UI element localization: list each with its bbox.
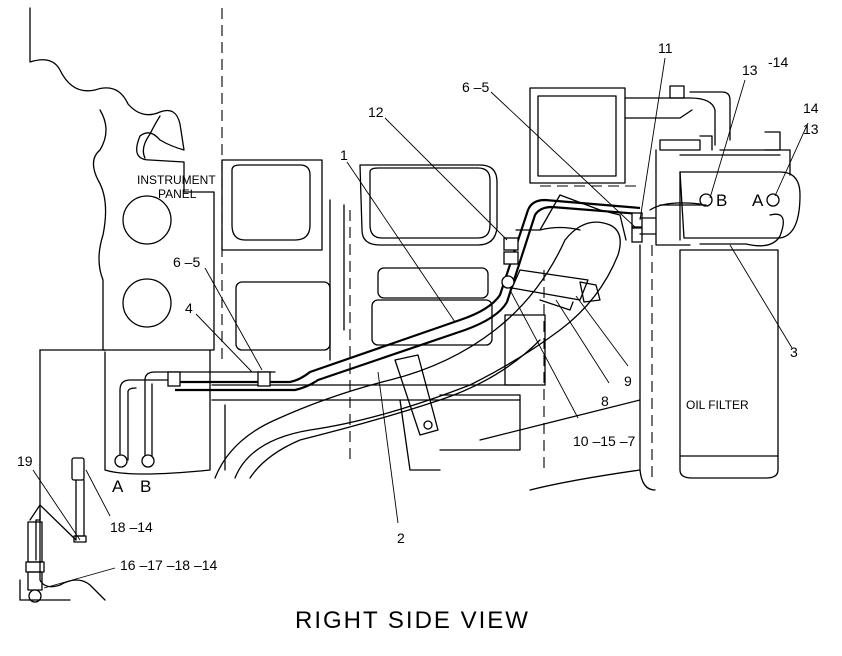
- callout-10-15-7: 10 –15 –7: [573, 433, 635, 449]
- callout-6-5-top: 6 –5: [462, 79, 489, 95]
- callout-14-right: 14: [803, 100, 819, 116]
- top-bracket: [529, 85, 791, 187]
- callout-18-14: 18 –14: [110, 519, 153, 535]
- callout-13-right: 13: [803, 121, 819, 137]
- callout-12: 12: [368, 104, 384, 120]
- oil-filter-assembly: OIL FILTER B A: [655, 149, 801, 479]
- port-b-right-label: B: [716, 191, 727, 210]
- port-a-left-fitting: [114, 454, 128, 468]
- callout-4: 4: [185, 300, 193, 316]
- valve-body: [501, 194, 657, 311]
- leader-lines: [32, 57, 809, 589]
- port-b-right-fitting: [699, 193, 713, 207]
- port-a-left-label: A: [112, 477, 124, 496]
- fitting-4: [167, 371, 181, 387]
- panel-hole-1: [122, 195, 172, 245]
- panel-hole-2: [122, 278, 172, 328]
- fitting-6-5-left: [257, 371, 271, 387]
- callout-1: 1: [340, 147, 348, 163]
- callout-16-17-18-14: 16 –17 –18 –14: [120, 557, 218, 573]
- port-b-left-label: B: [140, 477, 151, 496]
- instrument-panel-label-2: PANEL: [158, 187, 197, 201]
- callout-19: 19: [17, 453, 33, 469]
- callout-6-5-left: 6 –5: [173, 254, 200, 270]
- callout-9: 9: [624, 373, 632, 389]
- port-b-left-fitting: [141, 454, 155, 468]
- main-hose: [119, 198, 641, 461]
- instrument-panel-label-1: INSTRUMENT: [137, 173, 216, 187]
- instrument-panel: INSTRUMENT PANEL: [29, 7, 223, 360]
- test-hose-assembly: [19, 457, 87, 603]
- port-a-right-label: A: [752, 191, 764, 210]
- callout-3: 3: [790, 344, 798, 360]
- callout-8: 8: [601, 393, 609, 409]
- intake-tube: [214, 221, 641, 491]
- oil-filter-label: OIL FILTER: [686, 398, 749, 412]
- view-title: RIGHT SIDE VIEW: [295, 607, 530, 634]
- callout-11: 11: [658, 40, 673, 56]
- callout-13-top: 13: [742, 62, 758, 78]
- hose-3: [659, 204, 784, 247]
- callout-14-dash: -14: [768, 54, 788, 70]
- port-a-right-fitting: [766, 193, 780, 207]
- oil-filter-body: [679, 249, 779, 457]
- swivel-fitting-10: [501, 275, 515, 289]
- callout-2: 2: [397, 530, 405, 546]
